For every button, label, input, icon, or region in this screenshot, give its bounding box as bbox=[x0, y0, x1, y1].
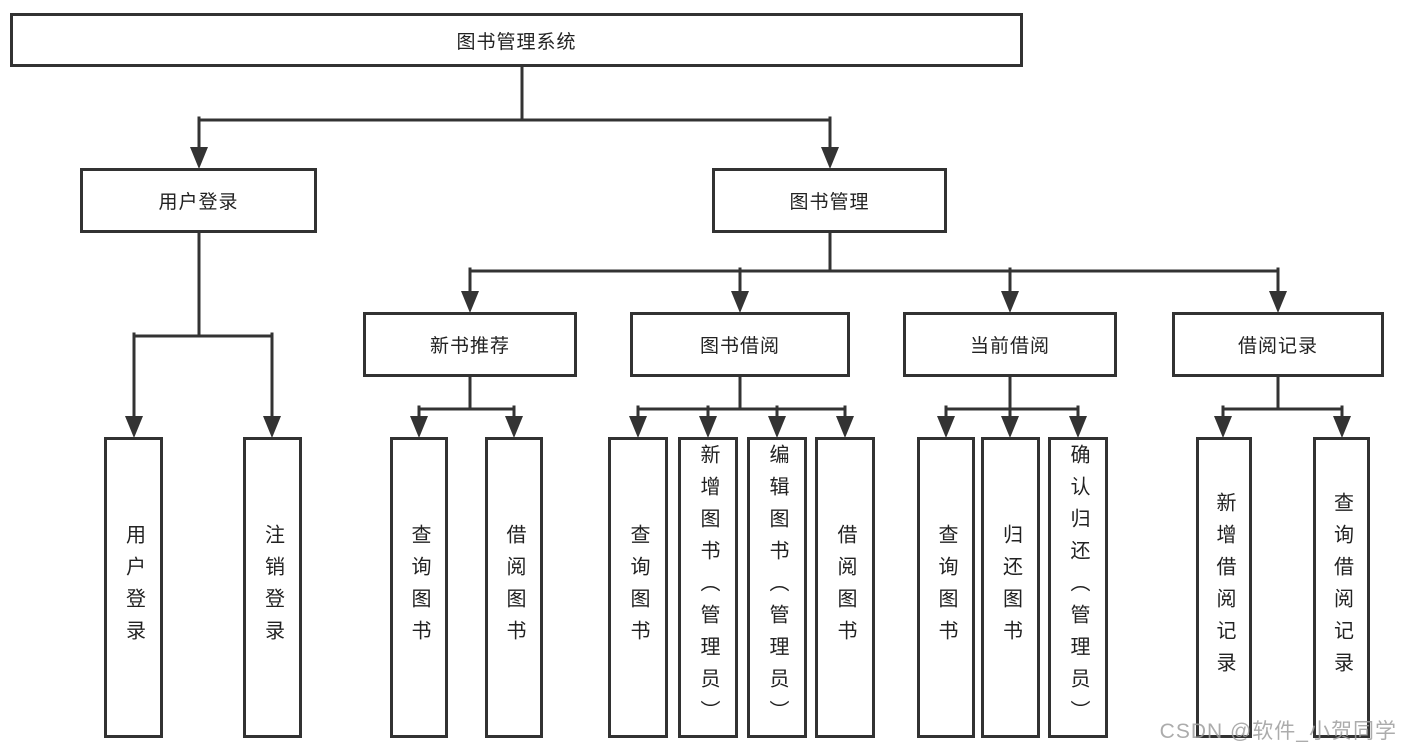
node-book-borrowing: 图书借阅 bbox=[630, 312, 850, 377]
node-new-book-recommend: 新书推荐 bbox=[363, 312, 577, 377]
leaf-add-borrow-record: 新增借阅记录 bbox=[1196, 437, 1252, 738]
leaf-label: 新增图书（管理员） bbox=[697, 443, 719, 732]
leaf-edit-book-admin: 编辑图书（管理员） bbox=[747, 437, 807, 738]
leaf-query-books-borrow: 查询图书 bbox=[608, 437, 668, 738]
leaf-label: 新增借阅记录 bbox=[1213, 491, 1235, 684]
leaf-add-book-admin: 新增图书（管理员） bbox=[678, 437, 738, 738]
csdn-watermark: CSDN @软件_小贺同学 bbox=[1159, 720, 1397, 743]
leaf-label: 借阅图书 bbox=[503, 523, 525, 652]
leaf-label: 用户登录 bbox=[122, 523, 145, 652]
leaf-query-books-current: 查询图书 bbox=[917, 437, 975, 738]
leaf-label: 编辑图书（管理员） bbox=[766, 443, 788, 732]
arrow-stems bbox=[132, 116, 1344, 421]
leaf-query-books-recommend: 查询图书 bbox=[390, 437, 448, 738]
leaf-borrow-books-recommend: 借阅图书 bbox=[485, 437, 543, 738]
node-borrowing-records: 借阅记录 bbox=[1172, 312, 1384, 377]
leaf-borrow-books: 借阅图书 bbox=[815, 437, 875, 738]
leaf-label: 查询借阅记录 bbox=[1330, 491, 1353, 684]
leaf-confirm-return-admin: 确认归还（管理员） bbox=[1048, 437, 1108, 738]
node-book-management: 图书管理 bbox=[712, 168, 947, 233]
leaf-return-books: 归还图书 bbox=[981, 437, 1040, 738]
leaf-query-borrow-record: 查询借阅记录 bbox=[1313, 437, 1370, 738]
leaf-label: 注销登录 bbox=[261, 523, 284, 652]
leaf-label: 查询图书 bbox=[935, 523, 957, 652]
arrowheads bbox=[125, 147, 1351, 438]
leaf-label: 归还图书 bbox=[999, 523, 1022, 652]
leaf-logout: 注销登录 bbox=[243, 437, 302, 738]
leaf-label: 查询图书 bbox=[627, 523, 649, 652]
leaf-label: 查询图书 bbox=[408, 523, 430, 652]
leaf-label: 确认归还（管理员） bbox=[1067, 443, 1089, 732]
leaf-label: 借阅图书 bbox=[834, 523, 856, 652]
node-current-borrowing: 当前借阅 bbox=[903, 312, 1117, 377]
leaf-user-login: 用户登录 bbox=[104, 437, 163, 738]
connector-path bbox=[132, 64, 1344, 411]
node-library-system: 图书管理系统 bbox=[10, 13, 1023, 67]
node-user-login: 用户登录 bbox=[80, 168, 317, 233]
